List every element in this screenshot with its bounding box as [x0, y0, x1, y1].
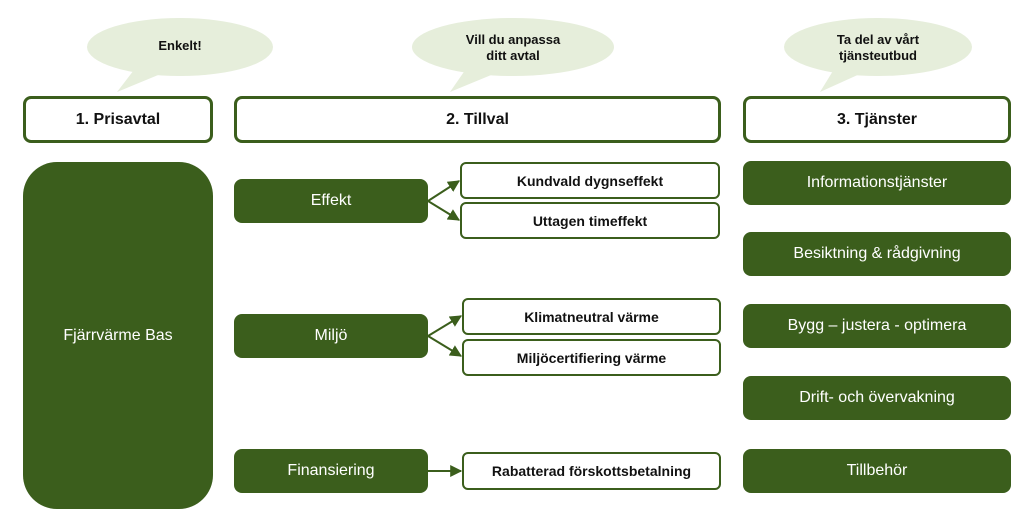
arrow-effekt-to-timeffekt: [427, 200, 461, 221]
service-bygg-justera-optimera: Bygg – justera - optimera: [743, 304, 1011, 348]
fjarrvarme-bas-box: Fjärrvärme Bas: [23, 162, 213, 509]
speech-bubble-text-line1: Ta del av vårt: [836, 32, 920, 47]
arrow-miljo-to-klimatneutral: [427, 315, 463, 337]
arrow-effekt-to-dygnseffekt: [427, 180, 461, 202]
option-rabatterad-forskottsbetalning: Rabatterad förskottsbetalning: [462, 452, 721, 490]
option-klimatneutral-varme: Klimatneutral värme: [462, 298, 721, 335]
speech-bubble-customize: Vill du anpassa ditt avtal: [412, 18, 614, 94]
option-uttagen-timeffekt: Uttagen timeffekt: [460, 202, 720, 239]
speech-bubble-text-line2: tjänsteutbud: [839, 48, 917, 63]
arrow-miljo-to-miljocertifiering: [427, 335, 463, 357]
header-prisavtal: 1. Prisavtal: [23, 96, 213, 143]
speech-bubble-shape: [412, 18, 614, 92]
service-drift-overvakning: Drift- och övervakning: [743, 376, 1011, 420]
speech-bubble-shape: [784, 18, 972, 92]
header-tjanster: 3. Tjänster: [743, 96, 1011, 143]
category-finansiering: Finansiering: [234, 449, 428, 493]
speech-bubble-text-line1: Vill du anpassa: [465, 32, 561, 47]
category-effekt: Effekt: [234, 179, 428, 223]
option-kundvald-dygnseffekt: Kundvald dygnseffekt: [460, 162, 720, 199]
header-tillval: 2. Tillval: [234, 96, 721, 143]
speech-bubble-shape: [87, 18, 273, 92]
option-miljocertifiering-varme: Miljöcertifiering värme: [462, 339, 721, 376]
service-informationstjanster: Informationstjänster: [743, 161, 1011, 205]
speech-bubble-text-line1: Enkelt!: [158, 38, 202, 53]
service-besiktning-radgivning: Besiktning & rådgivning: [743, 232, 1011, 276]
speech-bubble-text-line2: ditt avtal: [486, 48, 540, 63]
service-tillbehor: Tillbehör: [743, 449, 1011, 493]
speech-bubble-simple: Enkelt!: [87, 18, 273, 94]
category-miljo: Miljö: [234, 314, 428, 358]
speech-bubble-services: Ta del av vårt tjänsteutbud: [784, 18, 972, 94]
